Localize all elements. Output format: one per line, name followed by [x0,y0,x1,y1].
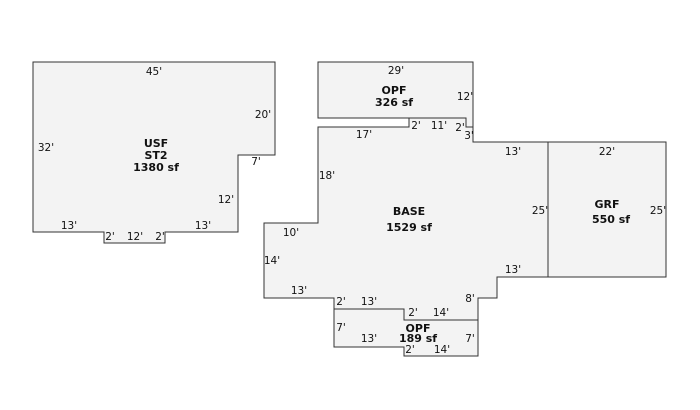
usf-subcode-label: ST2 [144,149,167,162]
base-bottom-right-dim: 13' [505,264,521,276]
opf-bottom-notch-dim: 2' [405,344,415,356]
opf-top-step-c-dim: 2' [455,122,465,134]
base-size-label: 1529 sf [386,221,432,234]
usf-right-upper-dim: 20' [255,109,271,121]
base-step-small-dim: 2' [336,296,346,308]
usf-size-label: 1380 sf [133,161,179,174]
usf-bottom-right-dim: 13' [195,220,211,232]
opf-top-right-dim: 12' [457,91,473,103]
opf-bottom-right-dim: 7' [465,333,475,345]
opf-top-bottom-left-dim: 17' [356,129,372,141]
opf-bottom-left-dim: 7' [336,322,346,334]
base-bottom-left-dim: 13' [291,285,307,297]
opf-bottom-code-label: OPF [406,322,431,335]
usf-left-dim: 32' [38,142,54,154]
base-bottom-seg-dim: 14' [433,307,449,319]
opf-top-step-d-dim: 3' [464,130,474,142]
grf-right-dim: 25' [650,205,666,217]
usf-notch-left-dim: 2' [105,231,115,243]
opf-bottom-bottom-right-dim: 14' [434,344,450,356]
opf-bottom-area[interactable] [333,308,479,357]
base-notch-small-dim: 2' [408,307,418,319]
usf-bottom-left-dim: 13' [61,220,77,232]
base-right-lower-dim: 8' [465,293,475,305]
usf-notch-right-dim: 2' [155,231,165,243]
usf-area[interactable] [32,61,276,244]
opf-top-step-b-dim: 11' [431,120,447,132]
base-area[interactable] [263,117,549,321]
opf-top-code-label: OPF [382,84,407,97]
grf-code-label: GRF [594,198,619,211]
usf-notch-bottom-dim: 12' [127,231,143,243]
usf-right-lower-dim: 12' [218,194,234,206]
usf-code-label: USF [144,137,168,150]
opf-bottom-bottom-left-dim: 13' [361,333,377,345]
base-left-upper-dim: 18' [319,170,335,182]
usf-top-dim: 45' [146,66,162,78]
grf-top-dim: 22' [599,146,615,158]
base-top-right-dim: 13' [505,146,521,158]
base-code-label: BASE [393,205,425,218]
opf-top-step-a-dim: 2' [411,120,421,132]
grf-area[interactable] [547,141,667,278]
opf-top-size-label: 326 sf [375,96,413,109]
base-right-dim: 25' [532,205,548,217]
base-left-lower-dim: 14' [264,255,280,267]
base-step-left-dim: 10' [283,227,299,239]
grf-size-label: 550 sf [592,213,630,226]
opf-bottom-size-label: 189 sf [399,332,437,345]
opf-top-top-dim: 29' [388,65,404,77]
base-bottom-mid-dim: 13' [361,296,377,308]
usf-step-dim: 7' [251,156,261,168]
